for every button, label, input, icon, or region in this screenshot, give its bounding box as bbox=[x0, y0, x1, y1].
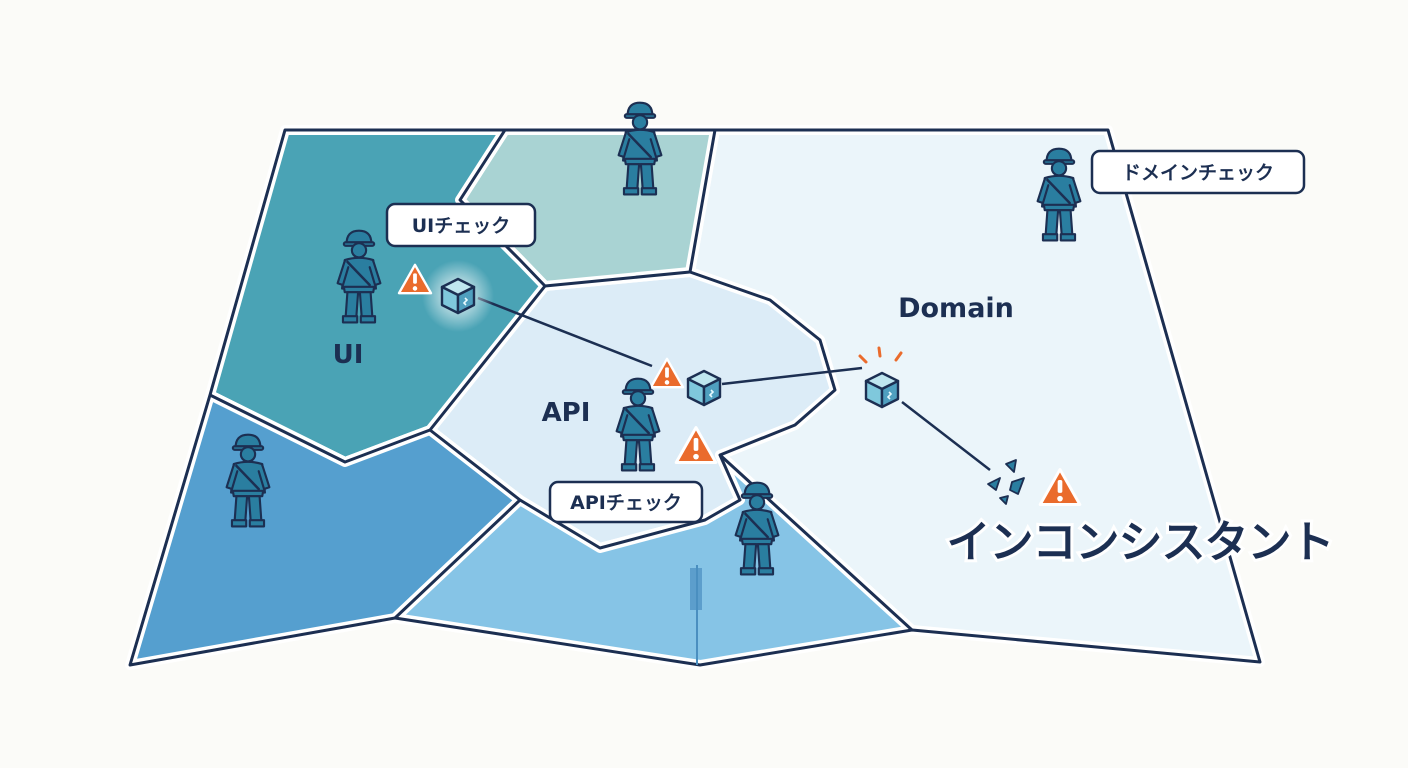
region-label-ui: UI bbox=[333, 340, 364, 370]
tag-domain-check: ドメインチェック bbox=[1090, 149, 1306, 195]
shard-icon bbox=[987, 459, 1025, 505]
tag-ui-check: UIチェック bbox=[385, 202, 537, 248]
tag-api-check: APIチェック bbox=[548, 480, 704, 524]
inconsistent-label: インコンシスタント bbox=[947, 517, 1334, 568]
cube-icon bbox=[864, 371, 900, 409]
tag-ui-check-label: UIチェック bbox=[412, 215, 511, 237]
cube-icon bbox=[686, 369, 722, 407]
post-marker bbox=[690, 565, 702, 665]
region-label-api: API bbox=[542, 398, 591, 428]
tag-api-check-label: APIチェック bbox=[570, 492, 682, 514]
region-outlines bbox=[128, 128, 1262, 667]
cube-icon bbox=[440, 277, 476, 315]
region-label-domain: Domain bbox=[898, 293, 1014, 324]
spark-icon bbox=[858, 346, 903, 364]
connection-lines bbox=[477, 296, 991, 471]
tag-domain-check-label: ドメインチェック bbox=[1122, 162, 1274, 184]
